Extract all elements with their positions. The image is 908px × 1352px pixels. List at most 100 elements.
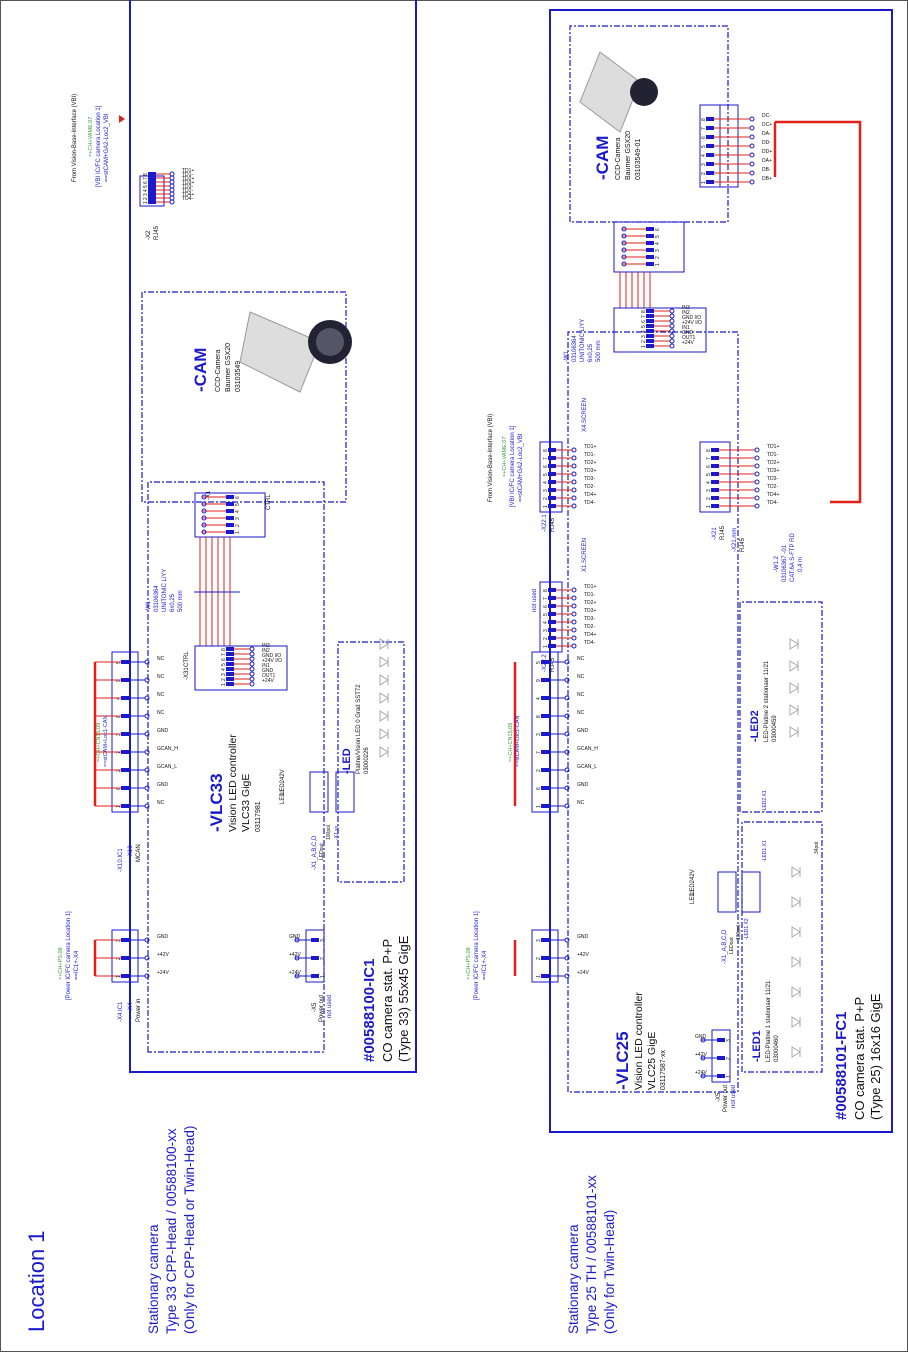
- bot-vbi-from: From Vision-Base-Interface (VBI): [488, 414, 494, 502]
- x31-label: -X31: [184, 667, 190, 680]
- pin-number: 3: [641, 335, 647, 338]
- x1-ctrl: CTRL: [266, 494, 272, 510]
- pin-label: TD4+: [584, 492, 596, 498]
- terminal-circle: [754, 479, 760, 485]
- pin-number: 2: [706, 497, 712, 500]
- pin-contact: [226, 657, 234, 661]
- terminal-circle: [621, 261, 627, 267]
- bot-ledout-connector: [717, 871, 737, 913]
- pin-label: GND: [262, 668, 274, 674]
- pin-label: TD2-: [584, 484, 595, 490]
- pin-label: GND: [682, 330, 694, 336]
- x5-power-out: Power out: [319, 995, 325, 1022]
- led-diode-icon: [791, 1016, 801, 1028]
- pin-number: 4: [706, 481, 712, 484]
- terminal-circle: [571, 611, 577, 617]
- led2-line-2: 03000459: [772, 715, 778, 742]
- vlc25-line-2: VLC25 GigE: [646, 1032, 658, 1090]
- terminal-circle: [571, 635, 577, 641]
- terminal-circle: [201, 494, 207, 500]
- pin-number: 3: [543, 629, 549, 632]
- pin-number: 7: [543, 457, 549, 460]
- pin-number: 6: [221, 658, 227, 661]
- top-cable-line-4: 6x0,25: [170, 593, 176, 612]
- cam-pin-5: 5DD-: [701, 140, 771, 149]
- pin-number: 6: [143, 181, 149, 184]
- pin-label: +24V: [682, 340, 694, 346]
- led2-tag: -LED2: [749, 710, 761, 742]
- terminal-circle: [169, 175, 175, 181]
- location-title: Location 1: [24, 1230, 49, 1332]
- pin-number: 4: [701, 154, 707, 157]
- x22-2-screen: X1.SCREEN: [582, 538, 588, 572]
- x1-pin-5: 5: [201, 501, 241, 507]
- x31-ctrl: CTRL: [184, 651, 190, 667]
- cam-line-1: CCD-Camera: [215, 350, 222, 393]
- pin-label: +24V I/O: [262, 658, 282, 664]
- pin-number: 8: [143, 173, 149, 176]
- terminal-circle: [571, 471, 577, 477]
- pin-contact: [646, 262, 654, 266]
- top-caption-2: Type 33 CPP-Head / 00588100-xx: [164, 1128, 179, 1334]
- terminal-circle: [749, 152, 755, 158]
- terminal-circle: [564, 803, 570, 809]
- pin-label: TD4+: [584, 632, 596, 638]
- pin-contact: [541, 786, 549, 790]
- terminal-circle: [564, 937, 570, 943]
- pin-label: TD3-: [767, 476, 778, 482]
- cam-pin-4: 4DD+: [701, 149, 772, 158]
- pin-contact: [311, 956, 319, 960]
- terminal-circle: [144, 713, 150, 719]
- w12-line-2: 03106367 -01: [782, 544, 788, 582]
- pin-contact: [226, 662, 234, 666]
- terminal-circle: [571, 643, 577, 649]
- pin-contact: [226, 509, 234, 513]
- top-power-ref2: [Power IC/FC camera Location 1]: [66, 911, 72, 1000]
- pin-number: 5: [221, 663, 227, 666]
- pin-label: GCAN_H: [577, 746, 598, 752]
- pin-number: 3: [143, 193, 149, 196]
- pin-label: TD2+: [767, 460, 779, 466]
- terminal-circle: [169, 183, 175, 189]
- pin-number: 3: [221, 673, 227, 676]
- top-cable-line-3: UNITONIC LiYY: [162, 569, 168, 612]
- pin-label: NC: [577, 800, 585, 806]
- terminal-circle: [621, 247, 627, 253]
- pin-number: 2: [143, 197, 149, 200]
- pin-number: 6: [706, 465, 712, 468]
- bot-x10-pin-8: 9NC: [536, 674, 585, 683]
- pin-contact: [548, 480, 556, 484]
- pin-number: 8: [641, 310, 647, 313]
- pin-contact: [717, 1074, 725, 1078]
- x21-connector: [699, 441, 731, 513]
- pin-label: IN1: [682, 325, 690, 331]
- pin-contact: [646, 241, 654, 245]
- pin-contact: [121, 660, 129, 664]
- terminal-circle: [754, 447, 760, 453]
- pin-label: +24V I/O: [682, 320, 702, 326]
- x1abcd-pin-led2: LED2: [280, 779, 286, 795]
- bot-x1-pin-6: 6: [621, 226, 661, 232]
- bot-led1x2-connector: [741, 871, 761, 913]
- pin-contact: [548, 456, 556, 460]
- pin-label: TD4-: [584, 500, 595, 506]
- pin-label: IN3: [682, 305, 690, 311]
- pin-label: TD4-: [182, 196, 193, 202]
- pin-label: +24V: [577, 970, 589, 976]
- pin-contact: [646, 344, 654, 348]
- terminal-circle: [621, 240, 627, 246]
- pin-label: +24V: [157, 970, 169, 976]
- pin-label: TD4-: [767, 500, 778, 506]
- terminal-circle: [571, 495, 577, 501]
- led1-line-2: 03000460: [774, 1035, 780, 1062]
